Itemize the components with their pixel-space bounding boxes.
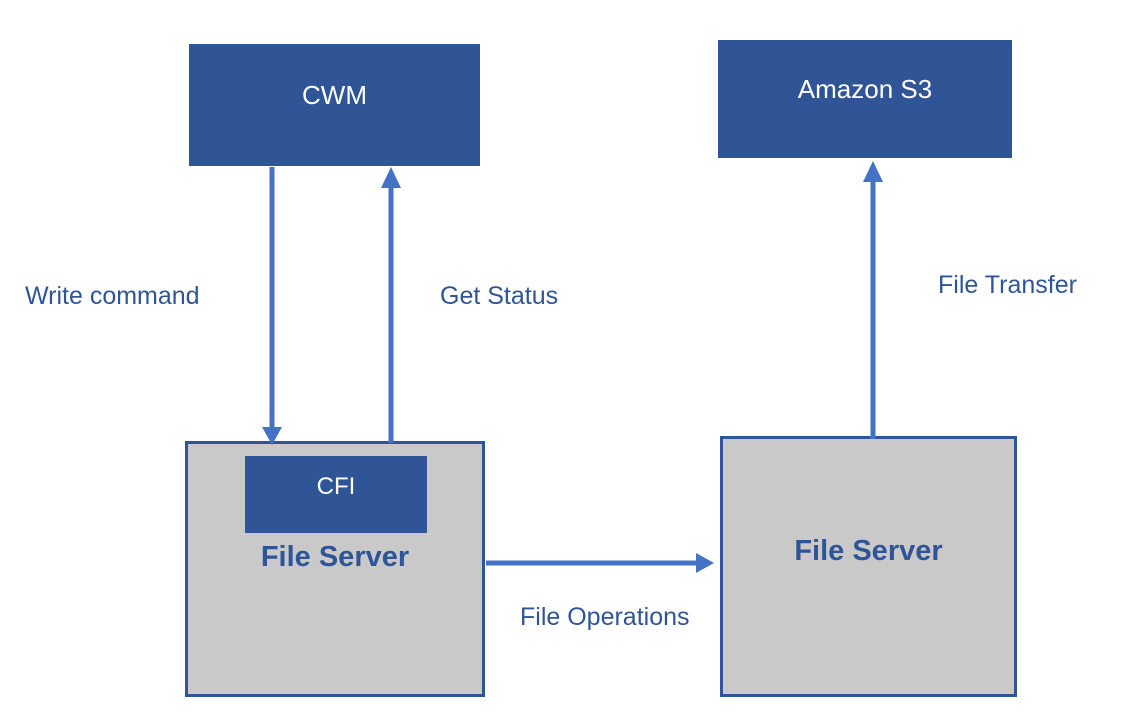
- edge-label-get-status: Get Status: [440, 282, 559, 310]
- node-cfi: CFI: [245, 456, 427, 533]
- node-cwm: CWM: [189, 44, 480, 166]
- edge-label-file-operations: File Operations: [520, 603, 690, 631]
- arrow-file-transfer: [863, 161, 883, 439]
- node-file-server-right-label: File Server: [794, 535, 943, 567]
- edge-label-file-transfer: File Transfer: [938, 271, 1077, 299]
- node-amazon-s3: Amazon S3: [718, 40, 1012, 158]
- edge-label-write-command: Write command: [25, 282, 200, 310]
- node-cfi-label: CFI: [316, 473, 356, 500]
- node-file-server-left: CFI File Server: [185, 441, 485, 697]
- arrow-file-operations: [486, 553, 714, 573]
- node-file-server-right: File Server: [720, 436, 1017, 697]
- node-amazon-s3-label: Amazon S3: [797, 74, 933, 104]
- arrow-write-command: [262, 167, 282, 445]
- node-file-server-left-label: File Server: [260, 541, 410, 573]
- node-cwm-label: CWM: [302, 80, 367, 110]
- arrow-get-status: [381, 167, 401, 443]
